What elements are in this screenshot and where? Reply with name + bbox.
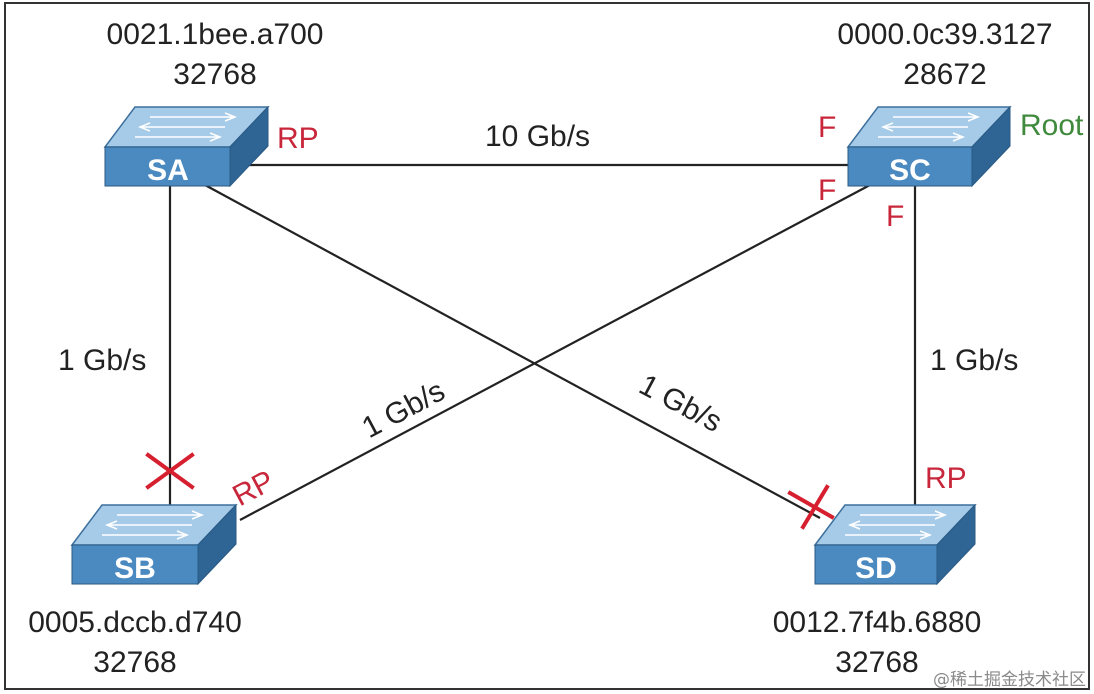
link-sa-sd-speed: 1 Gb/s [634,368,728,439]
port-role-sc-f-sd: F [886,200,905,233]
switch-sd-priority: 32768 [835,646,919,679]
switch-sb-label: SB [114,552,156,585]
port-role-sd-rp: RP [925,462,967,495]
port-role-sc-f-sa: F [818,111,837,144]
switch-sa-priority: 32768 [173,58,257,91]
switch-sd-label: SD [855,552,897,585]
blocked-port-sd-marker [787,484,835,530]
switch-sd-mac: 0012.7f4b.6880 [772,606,982,639]
link-sa-sd [204,184,821,519]
port-role-sa-rp: RP [277,122,319,155]
switch-sb-priority: 32768 [93,646,177,679]
blocked-port-sb-marker [145,452,195,490]
root-bridge-label: Root [1020,109,1084,142]
switch-arrows-icon [135,112,238,142]
switch-arrows-icon [845,510,948,540]
switch-sb[interactable]: SB [70,503,238,586]
switch-sa-mac: 0021.1bee.a700 [106,18,324,51]
switch-sc-mac: 0000.0c39.3127 [837,18,1053,51]
switch-sb-mac: 0005.dccb.d740 [28,606,242,639]
link-sb-sc-speed: 1 Gb/s [357,374,451,445]
switch-sa-label: SA [147,154,189,187]
port-role-sc-f-sb: F [818,174,837,207]
switch-arrows-icon [878,112,981,142]
switch-arrows-icon [102,510,205,540]
switch-sc-priority: 28672 [903,58,987,91]
link-sa-sc-speed: 10 Gb/s [485,120,591,153]
diagram-frame [4,2,1090,690]
link-sa-sb-speed: 1 Gb/s [58,344,147,377]
watermark: @稀土掘金技术社区 [933,670,1086,690]
link-sc-sd-speed: 1 Gb/s [930,344,1019,377]
switch-sd[interactable]: SD [813,503,977,586]
switch-sa[interactable]: SA [103,105,270,188]
link-sb-sc [239,184,871,521]
switch-sc-label: SC [889,154,931,187]
switch-sc[interactable]: SC [846,105,1012,188]
